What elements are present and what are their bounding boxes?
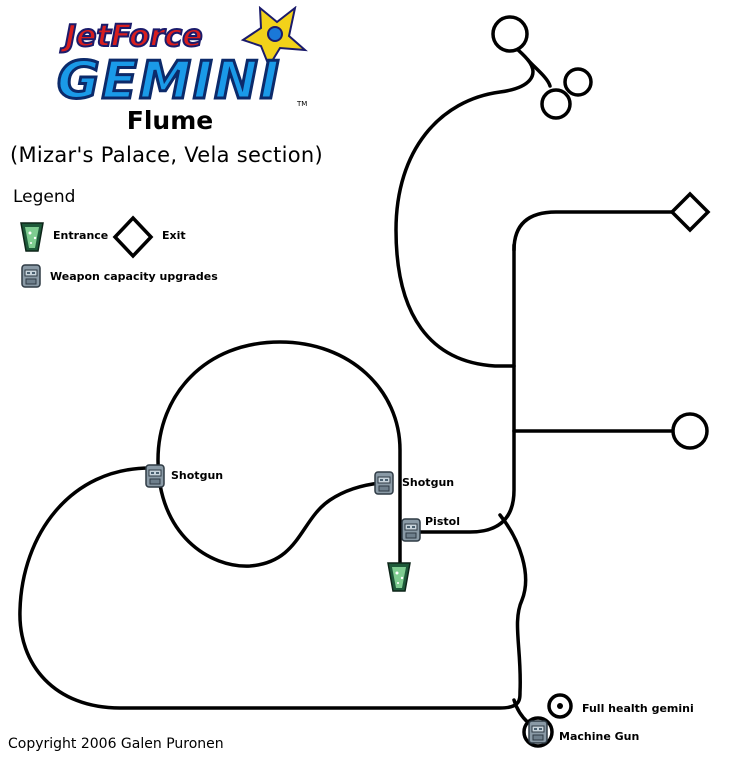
legend-exit-label: Exit — [162, 229, 186, 242]
health-gemini-dot-icon — [557, 703, 563, 709]
shotgun-center-crate-icon — [374, 471, 394, 495]
legend-entrance-label: Entrance — [53, 229, 109, 242]
shotgun-center-label: Shotgun — [402, 476, 455, 489]
upper-spur-path — [526, 58, 552, 88]
top-endpoint-circle — [491, 15, 529, 53]
machine-gun-label: Machine Gun — [559, 730, 640, 743]
right-endpoint-circle — [671, 412, 709, 450]
cluster-circle-b — [540, 88, 572, 120]
pistol-label: Pistol — [425, 515, 460, 528]
logo-star-eye-icon — [267, 26, 283, 42]
pistol-crate-icon — [401, 518, 421, 542]
legend-exit-icon — [112, 215, 154, 259]
map-title: Flume — [126, 106, 214, 135]
legend-title: Legend — [13, 187, 76, 207]
exit-branch-path — [512, 210, 674, 252]
logo-gemini-text: GEMINI — [57, 51, 281, 106]
exit-diamond-icon — [669, 191, 711, 233]
cluster-circle-a — [563, 67, 593, 97]
central-loop-path — [156, 340, 402, 568]
legend-weapon-label: Weapon capacity upgrades — [50, 270, 218, 283]
machine-gun-crate-icon — [528, 720, 548, 744]
legend-entrance-icon — [20, 222, 44, 252]
shotgun-left-crate-icon — [145, 464, 165, 488]
shotgun-left-label: Shotgun — [171, 469, 224, 482]
map-subtitle: (Mizar's Palace, Vela section) — [10, 143, 324, 167]
logo-jetforce-text: JetForce — [60, 19, 203, 54]
jetforce-gemini-logo: JetForce GEMINI TM — [56, 6, 308, 106]
copyright-text: Copyright 2006 Galen Puronen — [8, 736, 224, 752]
outer-loop-path — [18, 466, 528, 710]
entrance-icon — [387, 562, 411, 592]
path-network — [18, 38, 677, 732]
logo-trademark: TM — [296, 100, 307, 106]
full-health-label: Full health gemini — [582, 702, 694, 715]
legend-crate-icon — [21, 264, 41, 288]
